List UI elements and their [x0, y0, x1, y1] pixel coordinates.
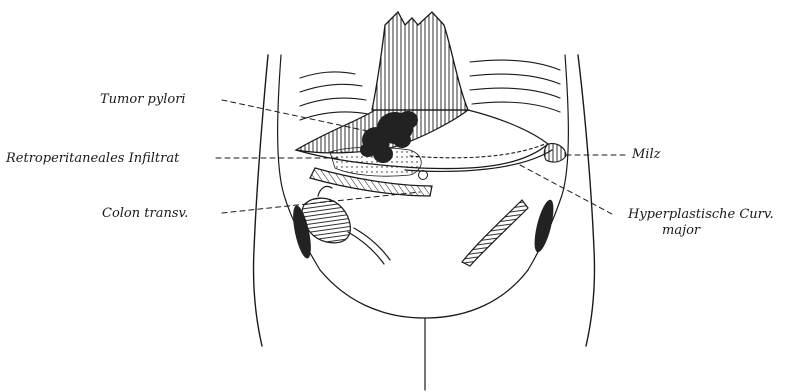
rib-left-3 [300, 98, 366, 106]
lower-abdomen-curve [320, 270, 528, 318]
pylorus-ring [419, 171, 428, 180]
label-hyperplastic-line2: major [662, 223, 700, 238]
spleen [544, 144, 566, 162]
leader-tumor [222, 100, 372, 132]
rib-left-2 [300, 84, 362, 92]
rib-right-2 [470, 74, 560, 84]
cecum-top-tube [318, 186, 332, 196]
rib-left-1 [300, 72, 355, 78]
appendix-tube [348, 228, 390, 264]
rib-right-3 [470, 88, 560, 98]
label-milz: Milz [632, 147, 660, 162]
body-outline-right-inner [528, 55, 568, 270]
label-retroperitoneal-infiltrat: Retroperitaneales Infiltrat [6, 151, 179, 166]
label-tumor-pylori: Tumor pylori [100, 92, 186, 107]
right-iliac-node [531, 198, 558, 254]
right-costal-arch [468, 110, 548, 144]
descending-colon [462, 200, 528, 266]
rib-right-1 [470, 60, 560, 70]
rib-right-4 [472, 102, 560, 112]
rib-cage [372, 12, 468, 110]
greater-curvature [410, 144, 545, 158]
body-outline-left [253, 55, 268, 346]
label-colon-transv: Colon transv. [102, 206, 188, 221]
label-hyperplastic-line1: Hyperplastische Curv. [628, 207, 774, 222]
